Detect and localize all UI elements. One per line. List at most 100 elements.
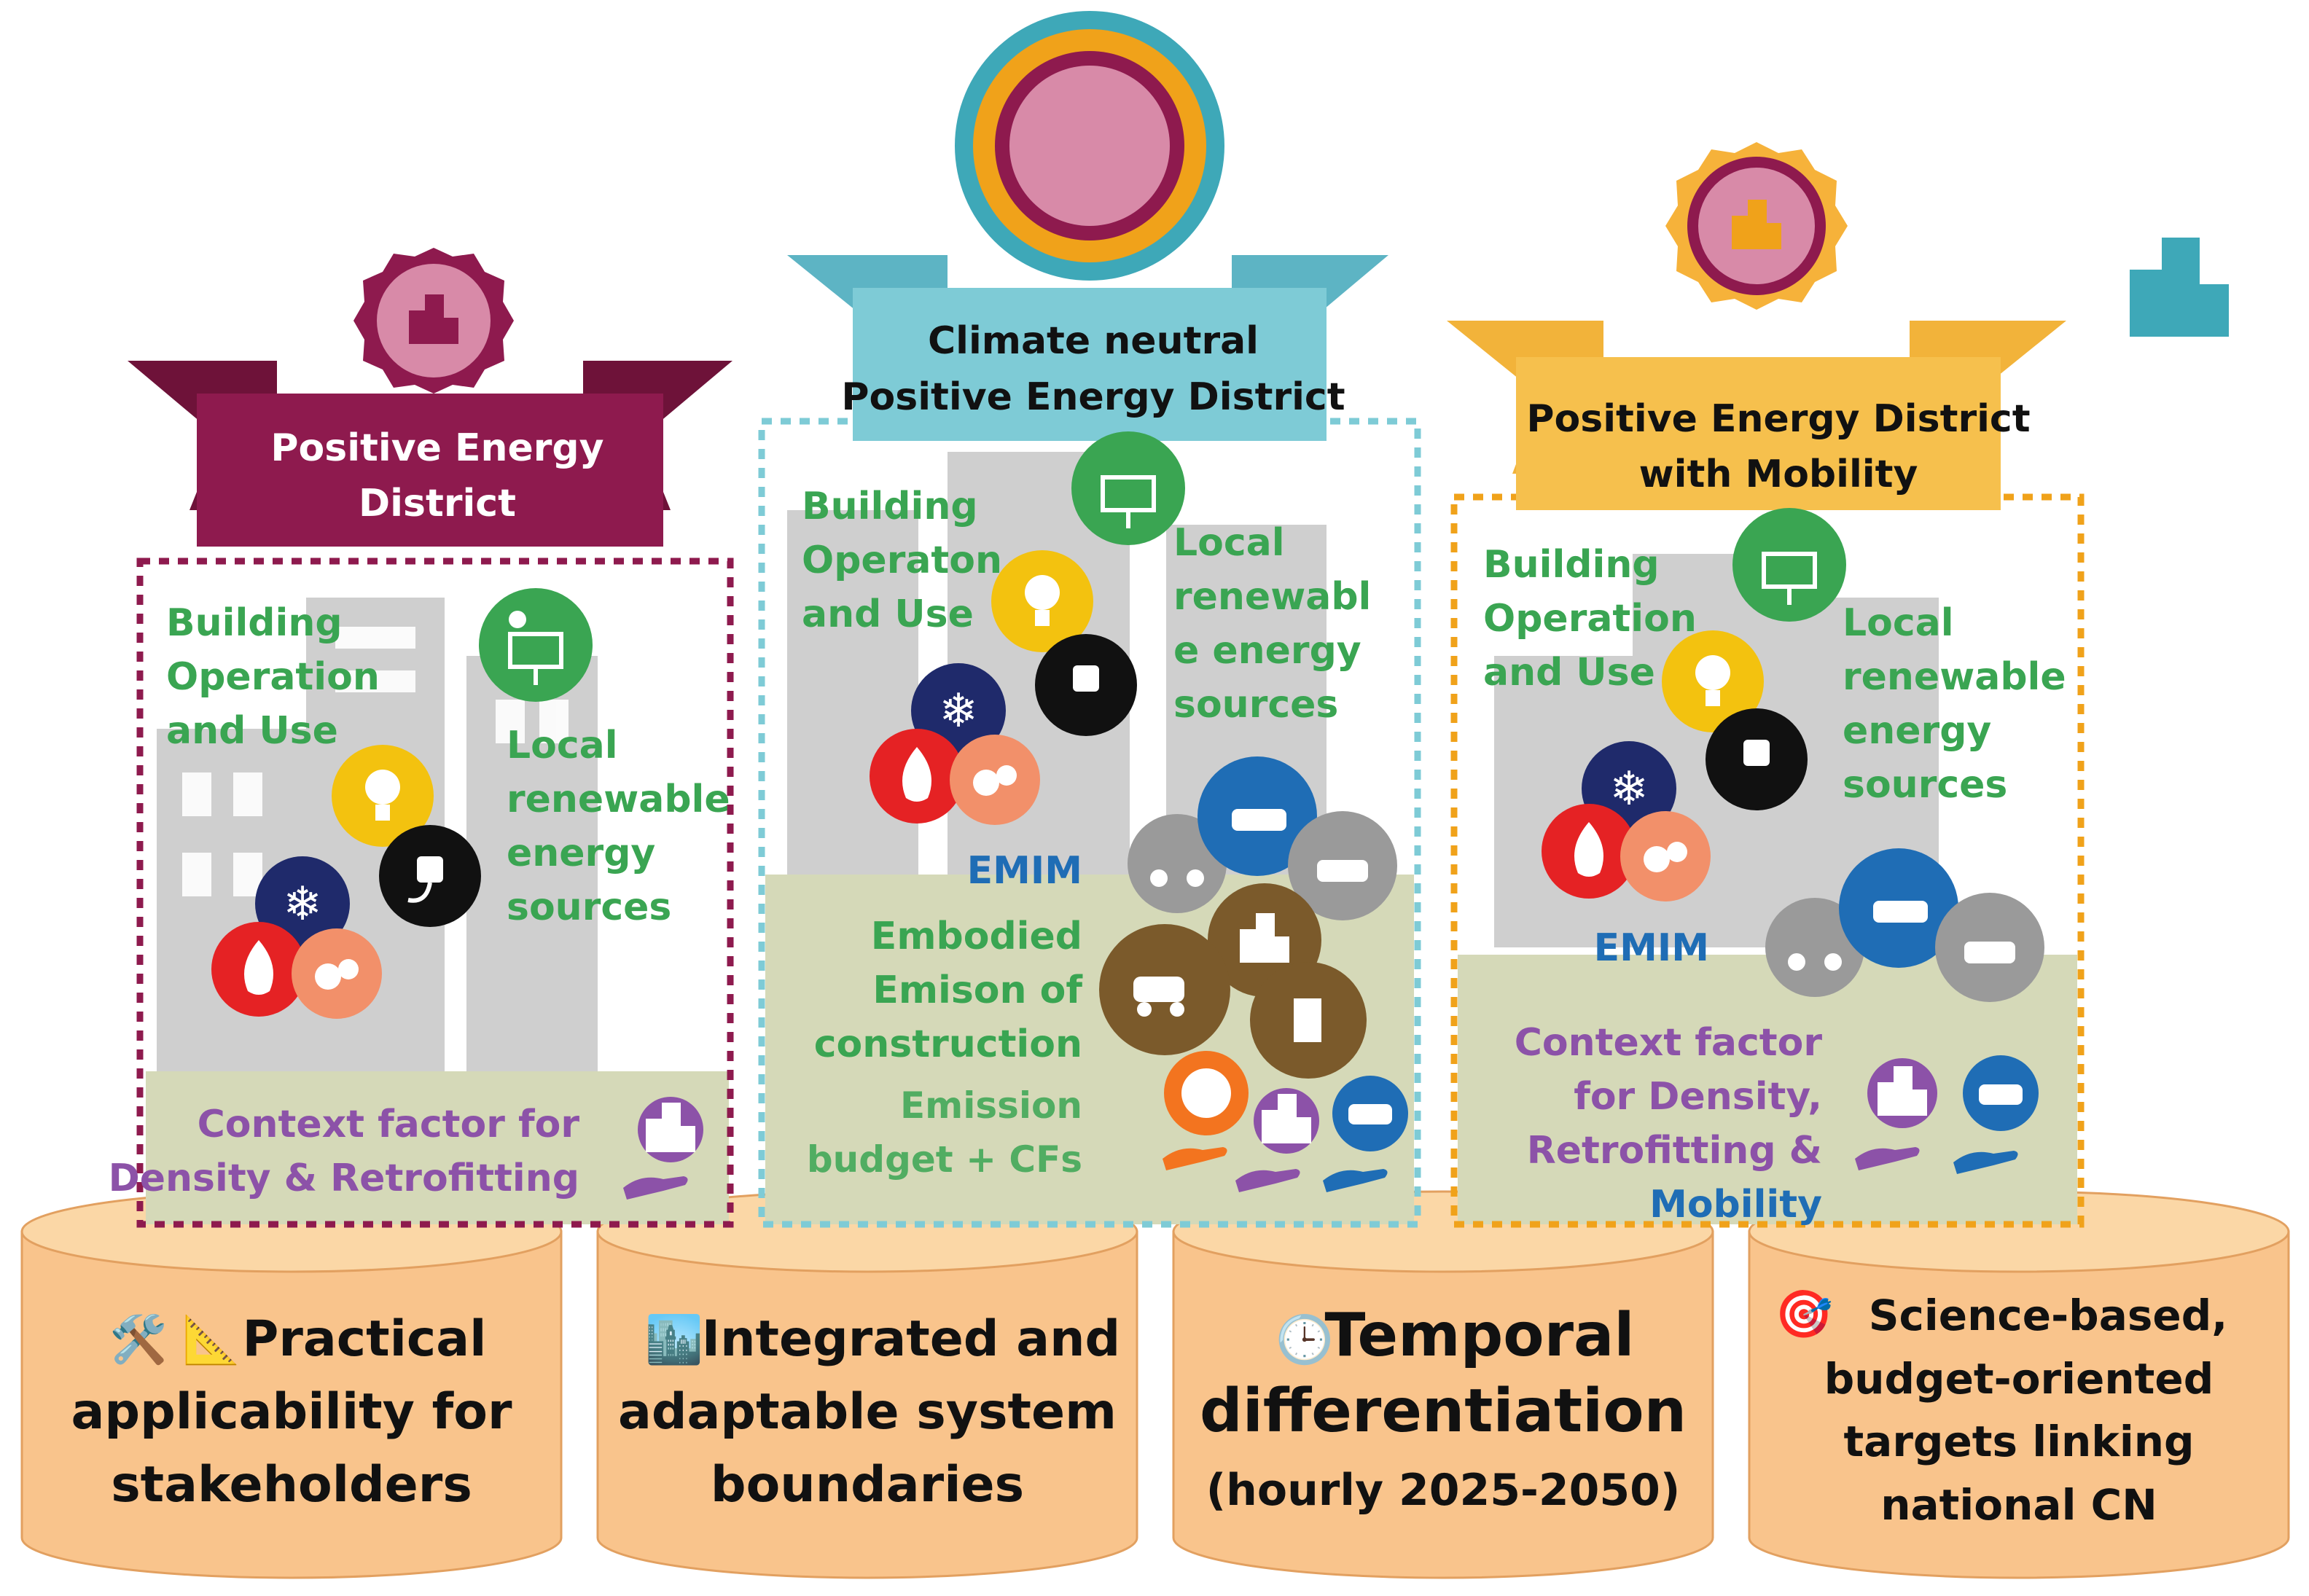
pillar-line1: Integrated and (702, 1310, 1120, 1368)
pillar-line3: stakeholders (111, 1456, 472, 1514)
svg-text:❄: ❄ (1609, 762, 1649, 816)
water-drops-icon (292, 928, 382, 1019)
building-label-line3: and Use (802, 592, 974, 636)
pillar-text-integrated: 🏙️ Integrated and adaptable system bound… (618, 1310, 1120, 1514)
light-bulb-icon (1662, 630, 1764, 732)
embodied-label-line3: construction (814, 1022, 1082, 1066)
building-label-line2: Operaton (802, 539, 1002, 582)
panel-title-line2: with Mobility (1639, 453, 1918, 496)
scooter-icon (1765, 898, 1864, 997)
local-label-line3: energy (507, 832, 655, 875)
embodied-label-line1: Embodied (871, 915, 1082, 958)
pillar-line3: boundaries (711, 1456, 1024, 1514)
emim-label: EMIM (967, 849, 1082, 893)
panel-title-line1: Positive Energy District (1526, 397, 2030, 441)
pillar-text-temporal: 🕒 Temporal differentiation (hourly 2025-… (1200, 1301, 1687, 1516)
plug-icon (1035, 634, 1137, 736)
panel-title-line2: District (359, 482, 516, 525)
pillar-line3: targets linking (1843, 1417, 2194, 1466)
local-label-line4: sources (507, 885, 671, 929)
light-bulb-icon (991, 550, 1093, 652)
city-icon: 🏙️ (645, 1313, 703, 1367)
electric-car-icon (1839, 848, 1958, 968)
pillar-line2: adaptable system (618, 1383, 1117, 1441)
solar-panel-icon (1071, 431, 1185, 545)
building-label-line3: and Use (1483, 651, 1655, 695)
badge-pedm (1665, 142, 1848, 310)
svg-text:❄: ❄ (283, 877, 322, 931)
water-drops-icon (950, 735, 1040, 825)
scooter-icon (1128, 814, 1227, 913)
car-icon (1935, 893, 2044, 1002)
panel-cnped: Climate neutral Positive Energy District… (758, 11, 2229, 1228)
building-label-line1: Building (802, 485, 978, 528)
local-label-line2: renewabl (1173, 575, 1371, 619)
panel-title-line1: Climate neutral (928, 319, 1259, 363)
building-icon (2130, 238, 2229, 337)
panel-ped: Positive Energy District Building Operat… (109, 248, 734, 1228)
budget-label-line2: budget + CFs (807, 1138, 1082, 1181)
panel-title-line2: Positive Energy District (841, 375, 1345, 419)
badge-cnped (955, 11, 2229, 337)
tools-icon: 🛠️ 📐 (109, 1312, 241, 1367)
context-label-line1: Context factor for (198, 1103, 580, 1146)
building-label-line2: Operation (166, 655, 380, 699)
fuel-pump-icon (1250, 962, 1367, 1079)
building-label-line3: and Use (166, 709, 338, 753)
target-icon: 🎯 (1775, 1288, 1833, 1342)
embodied-label-line2: Emison of (872, 969, 1083, 1012)
building-label-line2: Operation (1483, 597, 1697, 641)
banner-cnped (787, 255, 1388, 441)
pillar-text-practical: 🛠️ 📐 Practical applicability for stakeho… (71, 1310, 512, 1514)
panel-title-line1: Positive Energy (270, 426, 603, 470)
pillar-line4: national CN (1880, 1480, 2157, 1530)
local-label-line2: renewable (507, 778, 730, 821)
local-label-line2: renewable (1843, 655, 2066, 699)
local-label-line1: Local (1173, 521, 1285, 565)
pillar-line1: Temporal (1324, 1301, 1634, 1370)
city-hand-icon (623, 1097, 703, 1200)
pillar-line2: budget-oriented (1824, 1354, 2214, 1404)
light-bulb-icon (332, 745, 434, 847)
plug-icon (379, 825, 481, 927)
solar-panel-icon (1732, 508, 1846, 622)
svg-text:❄: ❄ (939, 684, 978, 738)
context-label-line4: Mobility (1649, 1183, 1822, 1227)
city-hand-icon (1235, 1088, 1319, 1192)
local-label-line4: sources (1843, 763, 2007, 807)
emim-label: EMIM (1594, 926, 1709, 970)
context-label-line1: Context factor (1515, 1021, 1823, 1065)
concrete-mixer-icon (1099, 924, 1230, 1055)
context-label-line2: for Density, (1574, 1075, 1822, 1119)
context-label-line3: Retrofitting & (1527, 1129, 1822, 1173)
banner-pedm (1447, 321, 2066, 510)
local-label-line4: sources (1173, 683, 1338, 727)
local-label-line1: Local (1843, 601, 1954, 645)
car-icon (1288, 811, 1397, 920)
car-hand-icon (1953, 1055, 2039, 1174)
pillar-line2: applicability for (71, 1383, 512, 1441)
local-label-line1: Local (507, 724, 618, 767)
banner-ped (128, 361, 732, 547)
flame-icon (211, 922, 306, 1017)
solar-panel-icon (479, 588, 593, 702)
pillar-line2: differentiation (1200, 1377, 1687, 1446)
flame-icon (1542, 804, 1636, 899)
pillar-line1: Practical (243, 1310, 487, 1368)
building-label-line1: Building (166, 601, 343, 645)
context-label-line2: Density & Retrofitting (109, 1157, 579, 1200)
pillar-line3: (hourly 2025-2050) (1206, 1465, 1681, 1516)
flame-icon (870, 729, 964, 824)
clock-icon: 🕒 (1275, 1313, 1334, 1367)
budget-label-line1: Emission (900, 1084, 1082, 1127)
city-hand-icon (1855, 1058, 1937, 1170)
car-hand-icon (1323, 1076, 1408, 1192)
panel-pedm: Positive Energy District with Mobility B… (1447, 142, 2085, 1228)
badge-ped (353, 248, 514, 394)
pillar-line1: Science-based, (1869, 1291, 2228, 1340)
pillar-text-science: 🎯 Science-based, budget-oriented targets… (1775, 1288, 2227, 1530)
local-label-line3: energy (1843, 709, 1991, 753)
local-label-line3: e energy (1173, 629, 1361, 673)
plug-icon (1706, 708, 1808, 810)
